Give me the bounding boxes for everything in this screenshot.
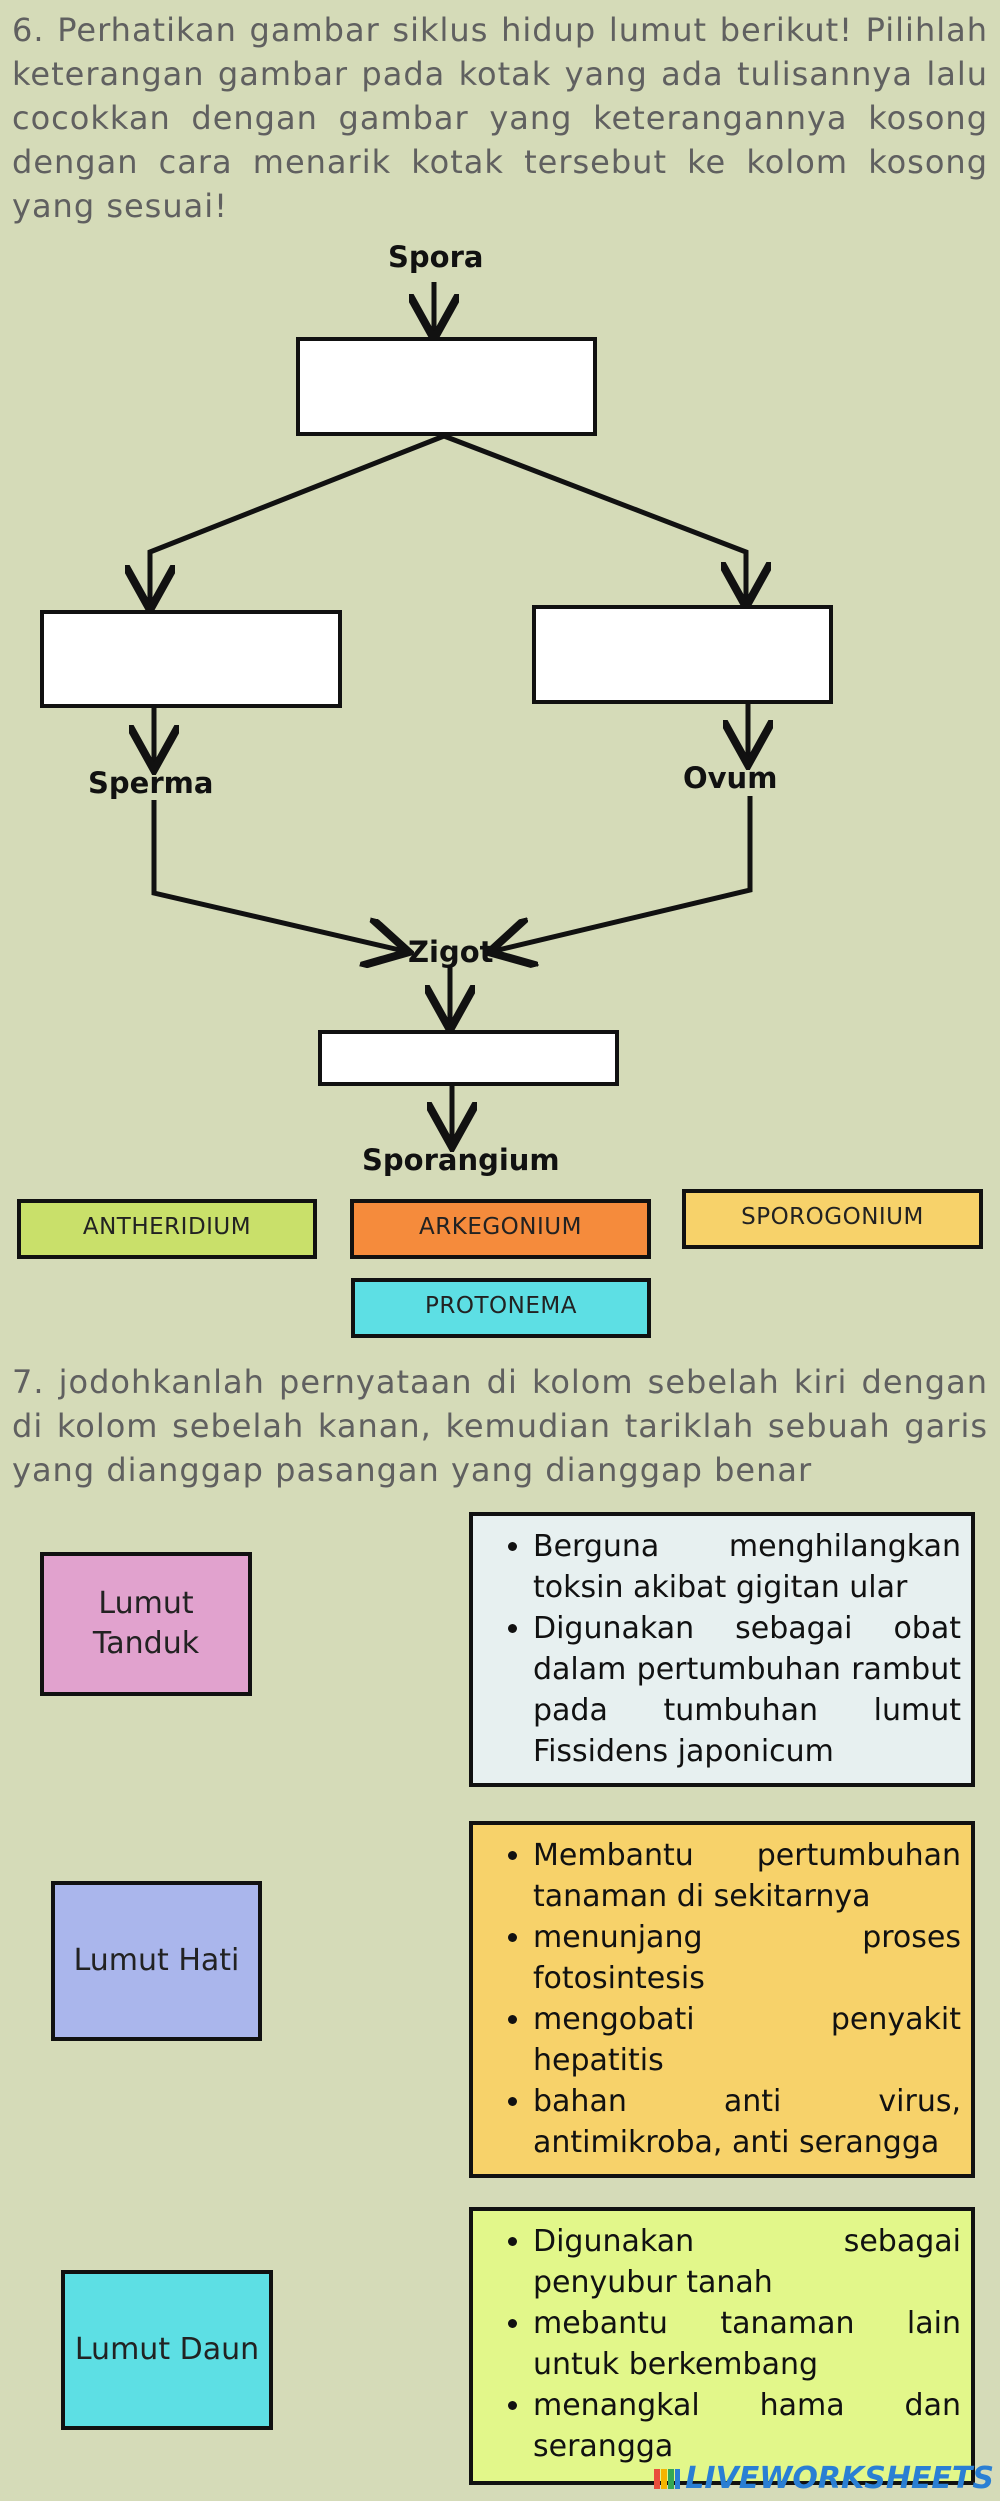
question-6-text: 6. Perhatikan gambar siklus hidup lumut … bbox=[12, 11, 988, 225]
list-item: Berguna menghilangkan toksin akibat gigi… bbox=[533, 1526, 961, 1608]
right-item-2[interactable]: Membantu pertumbuhan tanaman di sekitarn… bbox=[469, 1821, 975, 2178]
right-item-1[interactable]: Berguna menghilangkan toksin akibat gigi… bbox=[469, 1512, 975, 1787]
right-item-3[interactable]: Digunakan sebagai penyubur tanah mebantu… bbox=[469, 2207, 975, 2485]
option-antheridium[interactable]: ANTHERIDIUM bbox=[17, 1199, 317, 1259]
label-spora: Spora bbox=[388, 240, 484, 274]
option-protonema[interactable]: PROTONEMA bbox=[351, 1278, 651, 1338]
label-zigot: Zigot bbox=[408, 935, 494, 969]
left-item-lumut-tanduk[interactable]: Lumut Tanduk bbox=[40, 1552, 252, 1696]
label-sporangium: Sporangium bbox=[362, 1143, 560, 1177]
label-ovum: Ovum bbox=[683, 761, 778, 795]
liveworksheets-logo-icon bbox=[653, 2465, 681, 2493]
watermark-text: LIVEWORKSHEETS bbox=[685, 2461, 994, 2496]
left-item-lumut-hati[interactable]: Lumut Hati bbox=[51, 1881, 262, 2041]
list-item: menangkal hama dan serangga bbox=[533, 2385, 961, 2467]
drop-box-left[interactable] bbox=[40, 610, 342, 708]
list-item: mengobati penyakit hepatitis bbox=[533, 1999, 961, 2081]
drop-box-top[interactable] bbox=[296, 337, 597, 436]
left-item-lumut-daun[interactable]: Lumut Daun bbox=[61, 2270, 273, 2430]
life-cycle-arrows bbox=[0, 282, 1000, 1180]
label-sperma: Sperma bbox=[88, 766, 214, 800]
liveworksheets-watermark: LIVEWORKSHEETS bbox=[653, 2461, 994, 2496]
option-arkegonium[interactable]: ARKEGONIUM bbox=[350, 1199, 651, 1259]
drop-box-bottom[interactable] bbox=[318, 1030, 619, 1086]
list-item: Digunakan sebagai obat dalam pertumbuhan… bbox=[533, 1608, 961, 1772]
drop-box-right[interactable] bbox=[532, 605, 833, 704]
option-sporogonium[interactable]: SPOROGONIUM bbox=[682, 1189, 983, 1249]
list-item: Membantu pertumbuhan tanaman di sekitarn… bbox=[533, 1835, 961, 1917]
list-item: Digunakan sebagai penyubur tanah bbox=[533, 2221, 961, 2303]
list-item: menunjang proses fotosintesis bbox=[533, 1917, 961, 1999]
question-7-text: 7. jodohkanlah pernyataan di kolom sebel… bbox=[12, 1363, 988, 1489]
list-item: bahan anti virus, antimikroba, anti sera… bbox=[533, 2081, 961, 2163]
list-item: mebantu tanaman lain untuk berkembang bbox=[533, 2303, 961, 2385]
